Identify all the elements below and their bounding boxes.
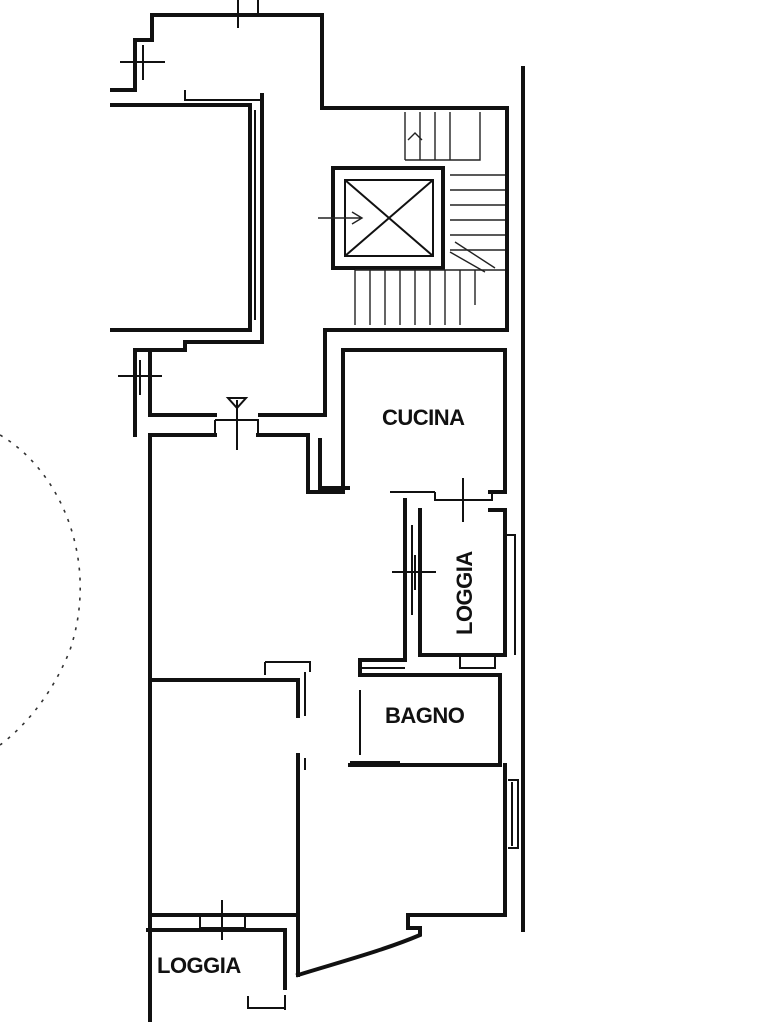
room-label-bagno: BAGNO [385, 703, 465, 728]
curved-facade [295, 926, 422, 978]
corridor-walls [110, 13, 154, 92]
garden-arc [0, 434, 82, 746]
room-label-loggia-bottom: LOGGIA [157, 953, 241, 978]
room-label-loggia-side: LOGGIA [452, 551, 477, 635]
internal-partitions [148, 678, 300, 718]
window-mark [120, 45, 165, 80]
bathroom-walls [348, 658, 502, 767]
kitchen-walls [341, 348, 507, 494]
room-label-cucina: CUCINA [382, 405, 465, 430]
staircase [354, 112, 505, 325]
entry-door-mark [225, 397, 249, 450]
